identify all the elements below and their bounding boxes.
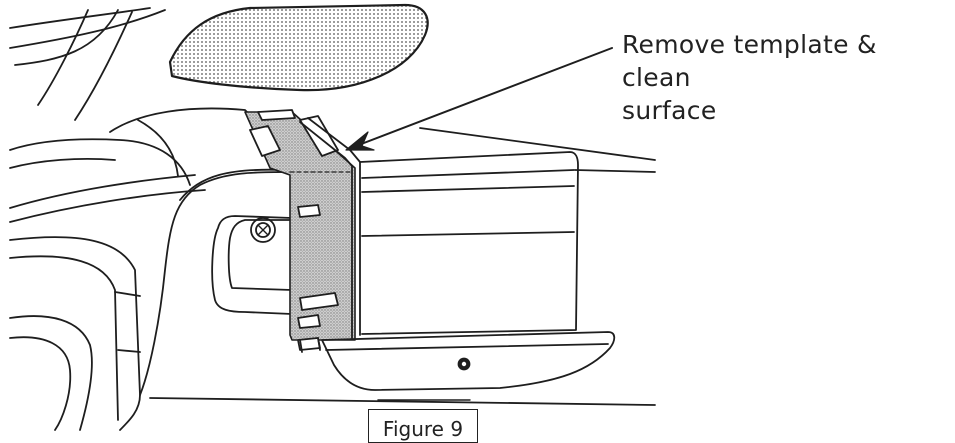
visor-box	[299, 117, 579, 339]
lower-left-panel	[9, 236, 141, 431]
handle-recess	[211, 215, 293, 315]
callout-line-2: surface	[622, 96, 717, 125]
clip-bracket	[299, 337, 321, 353]
figure-caption: Figure 9	[368, 409, 478, 443]
dash-pod-outline	[139, 171, 291, 396]
callout-line-1: Remove template & clean	[622, 30, 877, 92]
callout-arrow	[345, 47, 613, 151]
bottom-edge	[149, 397, 656, 406]
visor-tray	[321, 331, 616, 391]
upper-left-trim-lines	[9, 7, 166, 121]
screw-icon	[250, 217, 276, 243]
tape-pieces	[249, 109, 339, 351]
pillar-trim	[9, 107, 286, 223]
roof-line	[419, 127, 656, 161]
rear-edge-line	[574, 169, 656, 173]
instruction-callout: Remove template & clean surface	[622, 28, 952, 127]
dotted-light-lens	[168, 3, 429, 92]
